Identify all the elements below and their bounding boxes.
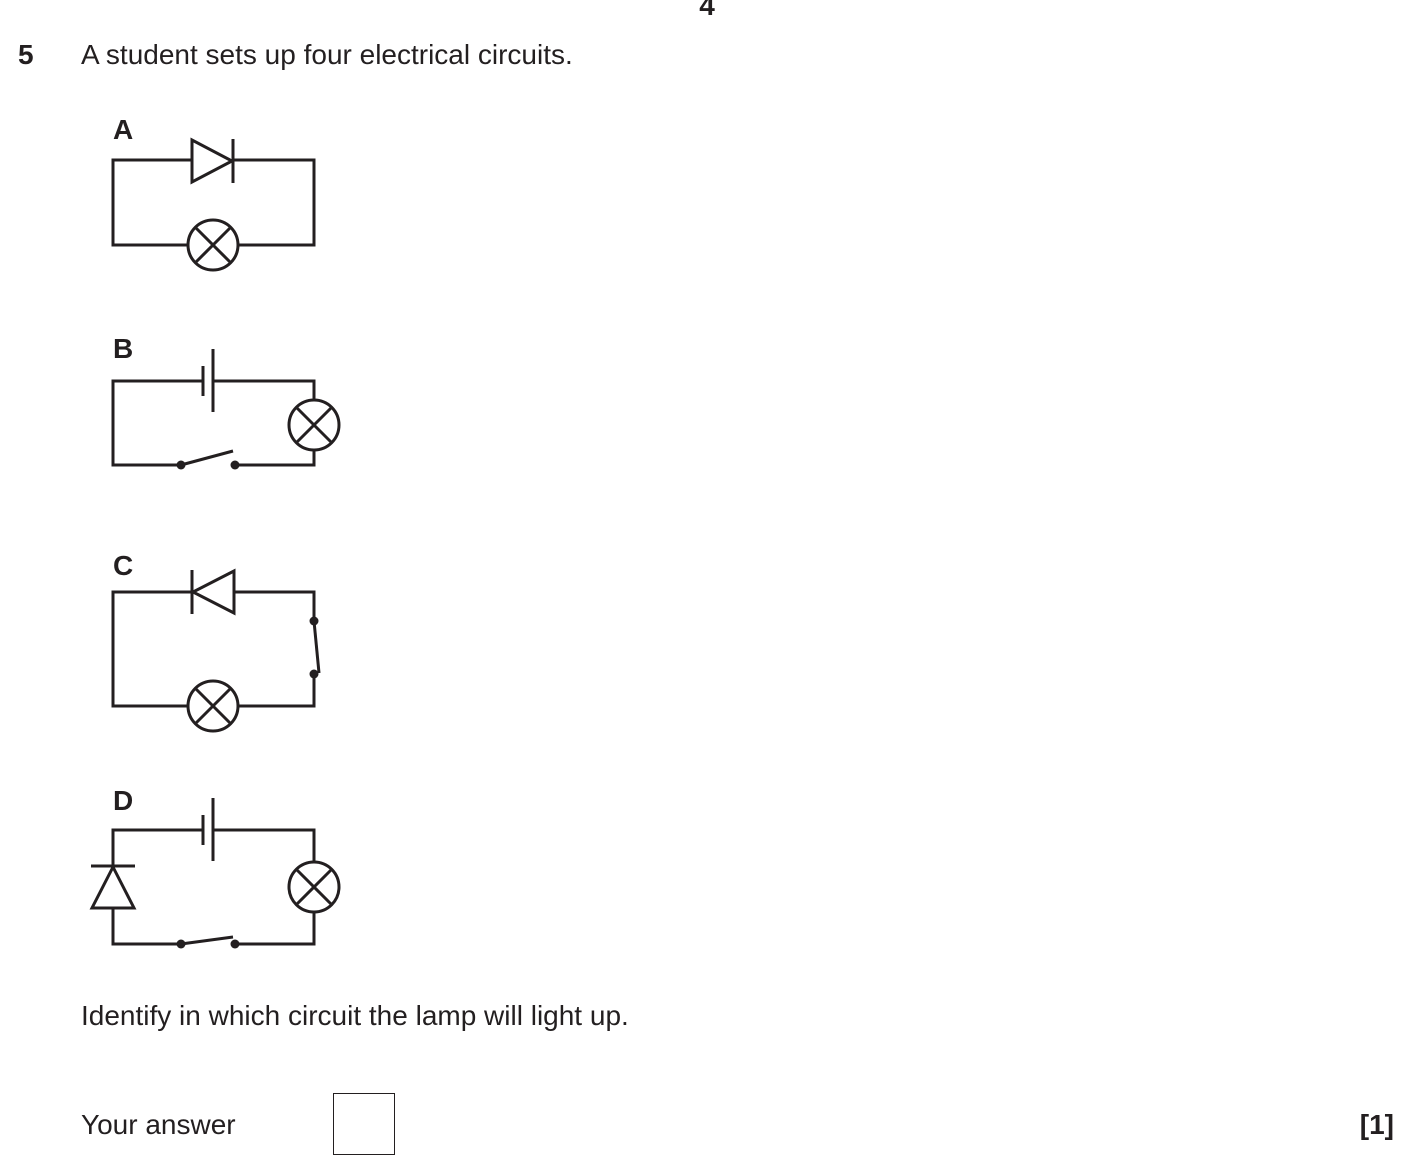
diode-forward-icon <box>190 137 236 185</box>
circuit-a-label: A <box>113 114 134 145</box>
circuit-d-label: D <box>113 785 134 816</box>
switch-icon <box>176 935 240 949</box>
cell-icon <box>201 798 215 861</box>
question-stem: A student sets up four electrical circui… <box>81 39 573 70</box>
question-number: 5 <box>18 39 34 70</box>
circuit-c-label: C <box>113 550 134 581</box>
diode-icon <box>89 863 137 910</box>
lamp-icon <box>287 860 341 914</box>
page-number: 4 <box>699 0 715 21</box>
circuit-b-label: B <box>113 333 134 364</box>
circuit-b-wires <box>111 379 316 467</box>
answer-box[interactable] <box>333 1093 395 1155</box>
circuit-c-wires <box>111 590 316 708</box>
lamp-icon <box>186 218 240 272</box>
switch-icon <box>176 449 240 470</box>
answer-label: Your answer <box>81 1109 236 1140</box>
switch-icon <box>309 616 321 679</box>
circuit-a-wires <box>111 158 316 247</box>
question-prompt: Identify in which circuit the lamp will … <box>81 1000 629 1031</box>
lamp-icon <box>287 398 341 452</box>
diode-reverse-icon <box>189 568 236 616</box>
marks-label: [1] <box>1359 1109 1394 1140</box>
cell-icon <box>201 349 215 412</box>
lamp-icon <box>186 679 240 733</box>
circuit-d-wires <box>111 828 316 946</box>
